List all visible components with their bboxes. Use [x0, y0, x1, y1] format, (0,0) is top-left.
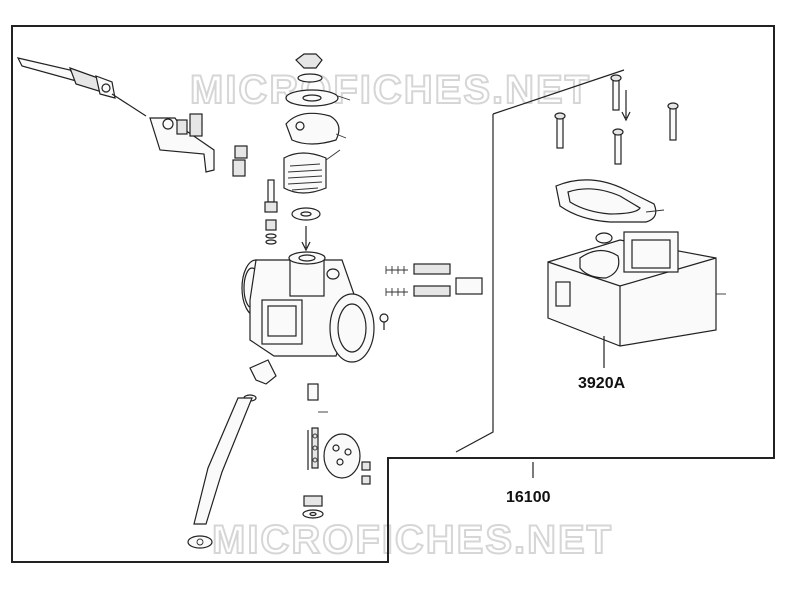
fuel-hose: [187, 397, 253, 549]
float-bowl: [547, 231, 726, 347]
adjusting-screws: [385, 263, 483, 297]
needle-jet: [264, 179, 278, 245]
main-jet: [307, 383, 328, 413]
lock-washer: [285, 89, 351, 107]
throttle-plate-cap: [285, 112, 347, 145]
carburetor-fitting: [379, 313, 389, 330]
assembly-callout-label: 16100: [506, 489, 551, 506]
spring-seat-washer: [291, 207, 321, 221]
assembly-outline: [11, 25, 775, 563]
float-needle: [307, 427, 319, 470]
carburetor-body: [241, 251, 375, 363]
detail-guide-line-lower: [455, 114, 494, 453]
bowl-gasket: [555, 179, 665, 223]
top-nut: [295, 53, 323, 83]
throttle-cable: [16, 57, 147, 117]
drain-fitting: [243, 359, 277, 402]
float-screws: [361, 461, 371, 485]
bracket-screws: [176, 119, 248, 177]
assembly-arrow: [301, 226, 311, 252]
drain-screw-set: [302, 495, 324, 519]
bowl-screws: [554, 74, 679, 165]
float-plate: [323, 433, 361, 479]
detail-guide-line: [492, 69, 625, 115]
return-spring: [283, 149, 341, 194]
watermark-bottom: MICROFICHES.NET: [212, 518, 613, 562]
watermark-top: MICROFICHES.NET: [190, 68, 591, 112]
screw-arrow: [621, 90, 631, 122]
part-callout-label: 3920A: [578, 375, 626, 392]
cable-bracket: [149, 113, 215, 173]
